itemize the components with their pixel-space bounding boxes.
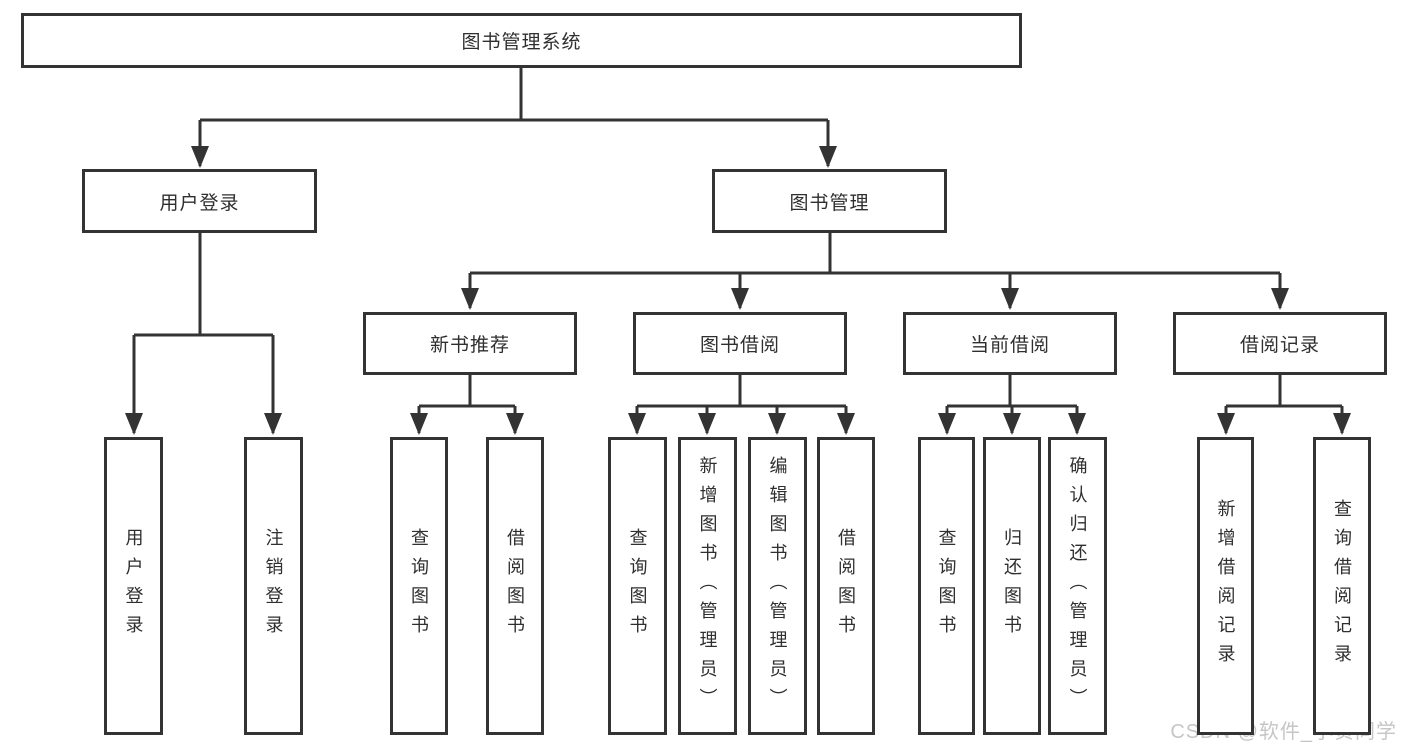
- node-leaf-add-borrow-record: 新增借阅记录: [1197, 437, 1254, 735]
- node-leaf-add-books-admin-label: 新增图书（管理员）: [697, 455, 718, 717]
- node-current-borrowing: 当前借阅: [903, 312, 1117, 375]
- node-book-borrowing: 图书借阅: [633, 312, 847, 375]
- node-leaf-logout: 注销登录: [244, 437, 303, 735]
- node-new-book-recommend-label: 新书推荐: [429, 335, 510, 356]
- node-leaf-query-borrow-record: 查询借阅记录: [1313, 437, 1371, 735]
- node-leaf-confirm-return-admin-label: 确认归还（管理员）: [1067, 455, 1088, 717]
- node-leaf-edit-books-admin: 编辑图书（管理员）: [748, 437, 807, 735]
- node-leaf-query-borrow-record-label: 查询借阅记录: [1332, 499, 1352, 673]
- node-leaf-query-books-2-label: 查询图书: [627, 528, 648, 644]
- node-leaf-query-books-1-label: 查询图书: [409, 528, 429, 644]
- node-leaf-borrow-books-1-label: 借阅图书: [505, 528, 525, 644]
- node-root: 图书管理系统: [21, 13, 1022, 68]
- node-leaf-query-books-1: 查询图书: [390, 437, 448, 735]
- node-root-label: 图书管理系统: [461, 32, 582, 53]
- node-leaf-borrow-books-1: 借阅图书: [486, 437, 544, 735]
- node-leaf-user-login: 用户登录: [104, 437, 163, 735]
- node-book-borrowing-label: 图书借阅: [699, 335, 780, 356]
- tree-edge-segments: [132, 68, 1344, 433]
- node-current-borrowing-label: 当前借阅: [969, 335, 1050, 356]
- node-new-book-recommend: 新书推荐: [363, 312, 577, 375]
- node-leaf-return-books: 归还图书: [983, 437, 1041, 735]
- node-book-management: 图书管理: [712, 169, 947, 233]
- node-leaf-confirm-return-admin: 确认归还（管理员）: [1048, 437, 1107, 735]
- node-leaf-add-books-admin: 新增图书（管理员）: [678, 437, 737, 735]
- node-leaf-borrow-books-2-label: 借阅图书: [836, 528, 856, 644]
- node-leaf-borrow-books-2: 借阅图书: [817, 437, 875, 735]
- node-user-login-label: 用户登录: [159, 192, 240, 214]
- node-leaf-edit-books-admin-label: 编辑图书（管理员）: [767, 455, 788, 717]
- node-leaf-user-login-label: 用户登录: [123, 528, 144, 644]
- node-book-management-label: 图书管理: [789, 192, 870, 214]
- node-leaf-query-books-3: 查询图书: [918, 437, 975, 735]
- node-leaf-query-books-2: 查询图书: [608, 437, 667, 735]
- node-borrowing-records: 借阅记录: [1173, 312, 1387, 375]
- node-leaf-query-books-3-label: 查询图书: [936, 528, 957, 644]
- node-leaf-logout-label: 注销登录: [263, 528, 284, 644]
- node-leaf-return-books-label: 归还图书: [1002, 528, 1022, 644]
- node-user-login: 用户登录: [82, 169, 317, 233]
- node-borrowing-records-label: 借阅记录: [1239, 335, 1320, 356]
- node-leaf-add-borrow-record-label: 新增借阅记录: [1215, 499, 1236, 673]
